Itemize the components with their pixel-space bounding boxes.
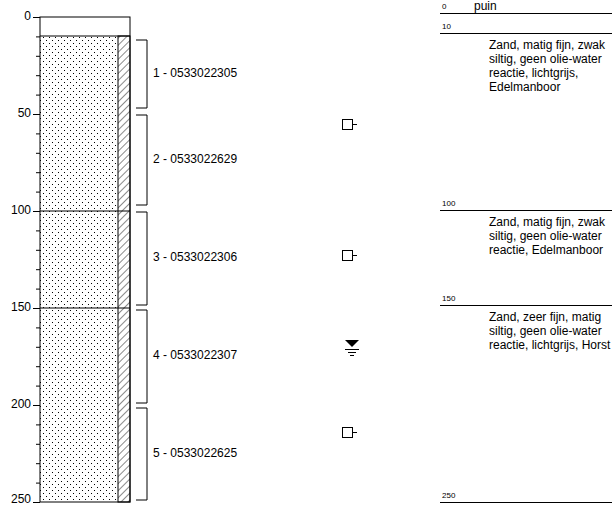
depth-label: 100 bbox=[11, 204, 31, 218]
depth-label: 250 bbox=[11, 493, 31, 507]
depth-tick bbox=[36, 386, 40, 387]
filter-symbol bbox=[343, 251, 353, 261]
sample-label: 2 - 0533022629 bbox=[153, 153, 237, 167]
depth-tick bbox=[33, 114, 40, 115]
depth-tick bbox=[36, 36, 40, 37]
sample-label: 1 - 0533022305 bbox=[153, 67, 237, 81]
layer-description: Zand, zeer fijn, matig siltig, geen olie… bbox=[489, 310, 611, 352]
depth-mark: 150 bbox=[442, 294, 455, 303]
depth-tick bbox=[33, 405, 40, 406]
layer-line bbox=[40, 211, 130, 212]
depth-tick bbox=[36, 230, 40, 231]
depth-tick bbox=[36, 444, 40, 445]
sample-bracket bbox=[136, 408, 147, 500]
depth-tick bbox=[36, 327, 40, 328]
depth-tick bbox=[36, 172, 40, 173]
layer-name: puin bbox=[474, 0, 497, 14]
sample-brackets bbox=[136, 40, 147, 500]
filter-symbol bbox=[352, 255, 357, 256]
depth-tick bbox=[33, 17, 40, 18]
depth-mark: 250 bbox=[442, 491, 455, 500]
depth-tick bbox=[36, 483, 40, 484]
depth-tick bbox=[36, 424, 40, 425]
layer-line bbox=[40, 308, 130, 309]
layer-line bbox=[40, 36, 130, 37]
sample-label: 4 - 0533022307 bbox=[153, 349, 237, 363]
depth-tick bbox=[36, 269, 40, 270]
filter-symbol bbox=[352, 432, 357, 433]
depth-mark: 100 bbox=[442, 199, 455, 208]
layer-description: Zand, matig fijn, zwak siltig, geen olie… bbox=[489, 38, 611, 94]
sample-bracket bbox=[136, 115, 147, 205]
depth-tick bbox=[36, 95, 40, 96]
groundwater-symbol bbox=[345, 340, 359, 356]
depth-label: 150 bbox=[11, 301, 31, 315]
depth-axis bbox=[33, 18, 40, 503]
depth-tick bbox=[33, 308, 40, 309]
sample-label: 3 - 0533022306 bbox=[153, 251, 237, 265]
depth-tick bbox=[36, 192, 40, 193]
depth-mark: 0 bbox=[442, 2, 446, 11]
sample-bracket bbox=[136, 40, 147, 108]
depth-label: 200 bbox=[11, 398, 31, 412]
depth-tick bbox=[36, 75, 40, 76]
filter-symbols bbox=[343, 120, 358, 438]
hatch-strip bbox=[118, 36, 130, 502]
depth-tick bbox=[33, 211, 40, 212]
sample-bracket bbox=[136, 310, 147, 403]
depth-tick bbox=[36, 250, 40, 251]
depth-tick bbox=[36, 289, 40, 290]
depth-tick bbox=[36, 463, 40, 464]
layer-description: Zand, matig fijn, zwak siltig, geen olie… bbox=[489, 215, 611, 257]
description-lines bbox=[440, 14, 612, 503]
column-outline bbox=[40, 17, 130, 502]
sand-fill bbox=[40, 36, 118, 502]
filter-symbol bbox=[343, 120, 353, 130]
depth-tick bbox=[36, 153, 40, 154]
sample-bracket bbox=[136, 212, 147, 305]
sample-label: 5 - 0533022625 bbox=[153, 447, 237, 461]
depth-tick bbox=[36, 56, 40, 57]
filter-symbol bbox=[352, 124, 357, 125]
filter-symbol bbox=[343, 428, 353, 438]
depth-tick bbox=[33, 502, 40, 503]
depth-mark: 10 bbox=[442, 22, 451, 31]
soil-column bbox=[40, 17, 130, 502]
depth-label: 0 bbox=[24, 10, 31, 24]
depth-tick bbox=[36, 133, 40, 134]
depth-label: 50 bbox=[18, 107, 31, 121]
depth-tick bbox=[36, 347, 40, 348]
depth-tick bbox=[36, 366, 40, 367]
